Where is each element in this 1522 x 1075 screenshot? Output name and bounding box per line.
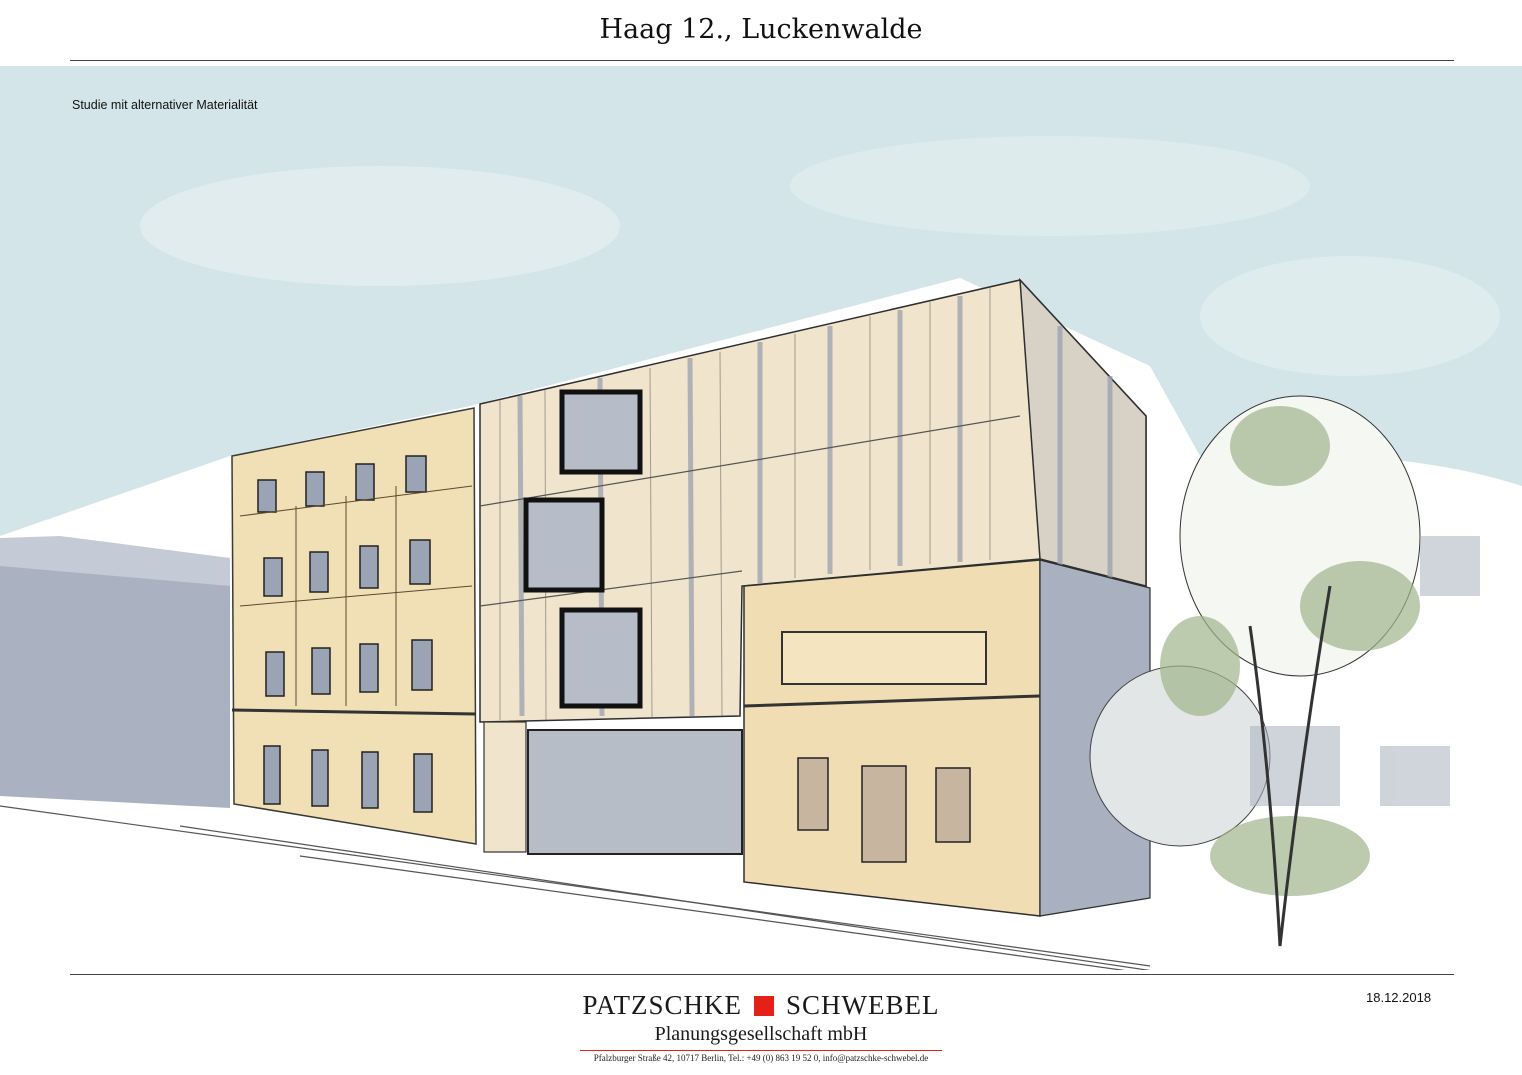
company-address: Pfalzburger Straße 42, 10717 Berlin, Tel… [593, 1053, 929, 1063]
company-name: PATZSCHKE SCHWEBEL [580, 990, 942, 1021]
brand-divider [580, 1050, 942, 1051]
header-rule [70, 60, 1454, 61]
historic-building [231, 407, 477, 845]
company-logo: PATZSCHKE SCHWEBEL Planungsgesellschaft … [580, 990, 942, 1063]
left-building-roof [0, 536, 230, 586]
right-building [743, 559, 1151, 917]
company-subtitle: Planungsgesellschaft mbH [654, 1023, 868, 1045]
architectural-sketch [0, 66, 1522, 970]
tree-sketch [1089, 395, 1480, 947]
brand-square-icon [754, 995, 775, 1016]
left-building [0, 538, 230, 808]
brand-name-right: SCHWEBEL [786, 990, 940, 1020]
drawing-caption: Studie mit alternativer Materialität [72, 98, 258, 112]
footer-rule [70, 974, 1454, 975]
street-lines [0, 805, 1151, 970]
new-building [479, 277, 1147, 855]
brand-name-left: PATZSCHKE [582, 990, 743, 1020]
document-date: 18.12.2018 [1366, 990, 1432, 1005]
page-title: Haag 12., Luckenwalde [599, 14, 923, 45]
